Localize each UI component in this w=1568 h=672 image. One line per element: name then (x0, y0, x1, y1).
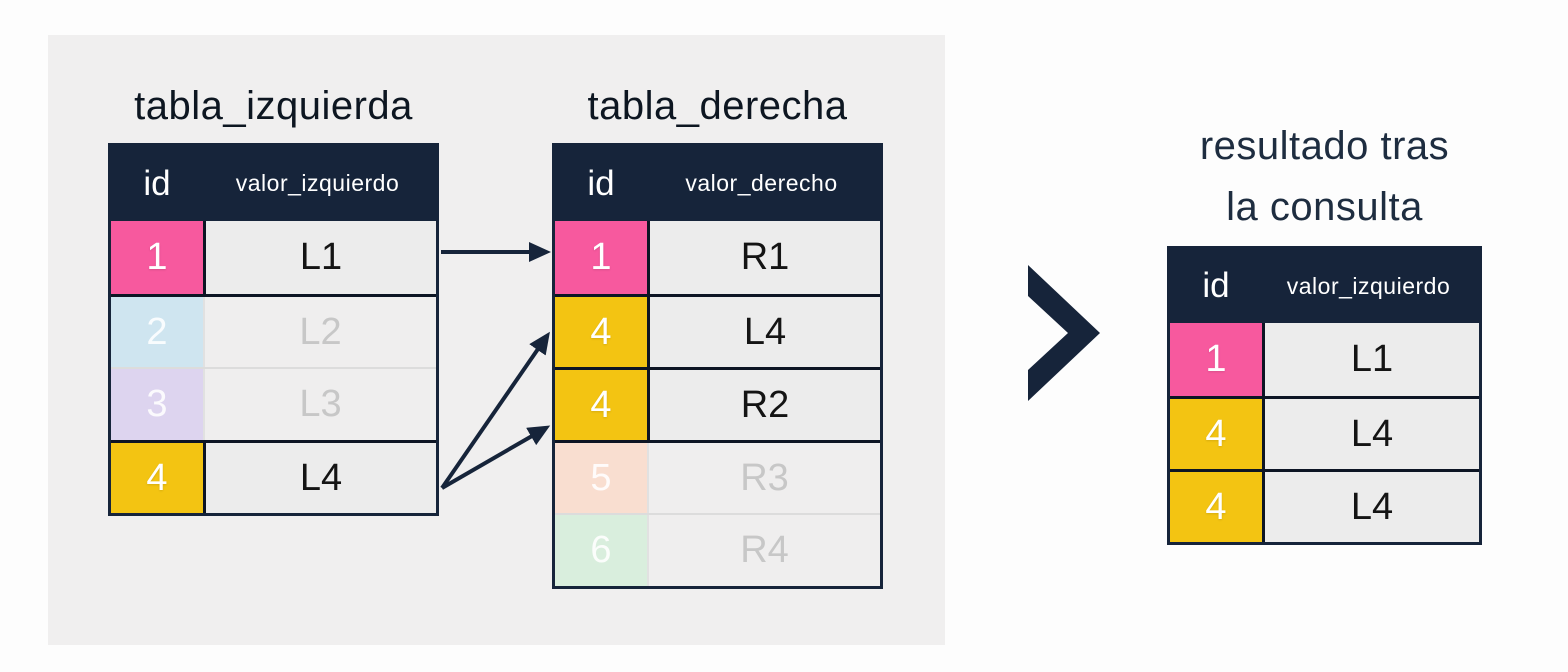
table-row: 1 L1 (1170, 323, 1479, 396)
left-table-header: id valor_izquierdo (111, 146, 436, 221)
value-cell: R2 (647, 370, 880, 440)
value-cell: L4 (647, 297, 880, 367)
right-table-header: id valor_derecho (555, 146, 880, 221)
id-cell: 1 (555, 221, 647, 294)
table-row: 5 R3 (555, 440, 880, 513)
value-cell: L2 (203, 297, 436, 367)
column-header-value: valor_derecho (685, 170, 838, 196)
id-cell: 1 (111, 221, 203, 294)
value-cell: L1 (203, 221, 436, 294)
value-cell: R3 (647, 443, 880, 513)
table-row: 4 R2 (555, 367, 880, 440)
table-row: 4 L4 (1170, 396, 1479, 469)
id-cell: 4 (1170, 399, 1262, 469)
id-cell: 4 (111, 443, 203, 513)
column-header-id: id (143, 163, 171, 203)
value-cell: R1 (647, 221, 880, 294)
value-cell: L4 (1262, 472, 1479, 542)
table-row: 4 L4 (555, 294, 880, 367)
column-header-id: id (1202, 266, 1230, 305)
id-cell: 4 (555, 370, 647, 440)
result-table-header: id valor_izquierdo (1170, 249, 1479, 323)
right-table-title: tabla_derecha (587, 84, 848, 128)
id-cell: 6 (555, 515, 647, 586)
value-cell: L1 (1262, 323, 1479, 396)
table-row: 3 L3 (111, 367, 436, 440)
result-table: id valor_izquierdo 1 L1 4 L4 4 L4 (1167, 246, 1482, 545)
result-table-title: resultado tras la consulta (1132, 116, 1517, 238)
value-cell: L4 (1262, 399, 1479, 469)
column-header-value: valor_izquierdo (235, 170, 400, 196)
table-row: 1 L1 (111, 221, 436, 294)
table-row: 2 L2 (111, 294, 436, 367)
table-row: 4 L4 (111, 440, 436, 513)
id-cell: 2 (111, 297, 203, 367)
result-title-line1: resultado tras (1199, 124, 1450, 168)
table-row: 1 R1 (555, 221, 880, 294)
value-cell: R4 (647, 515, 880, 586)
result-title-line2: la consulta (1226, 185, 1423, 229)
id-cell: 4 (555, 297, 647, 367)
table-row: 6 R4 (555, 513, 880, 586)
chevron-right-icon (1028, 265, 1100, 401)
id-cell: 1 (1170, 323, 1262, 396)
column-header-id: id (587, 163, 615, 203)
id-cell: 4 (1170, 472, 1262, 542)
left-table-title: tabla_izquierda (134, 84, 413, 128)
id-cell: 3 (111, 369, 203, 440)
left-table: id valor_izquierdo 1 L1 2 L2 3 L3 4 L4 (108, 143, 439, 516)
value-cell: L4 (203, 443, 436, 513)
id-cell: 5 (555, 443, 647, 513)
value-cell: L3 (203, 369, 436, 440)
table-row: 4 L4 (1170, 469, 1479, 542)
right-table: id valor_derecho 1 R1 4 L4 4 R2 5 R3 6 R… (552, 143, 883, 589)
column-header-value: valor_izquierdo (1286, 272, 1451, 299)
